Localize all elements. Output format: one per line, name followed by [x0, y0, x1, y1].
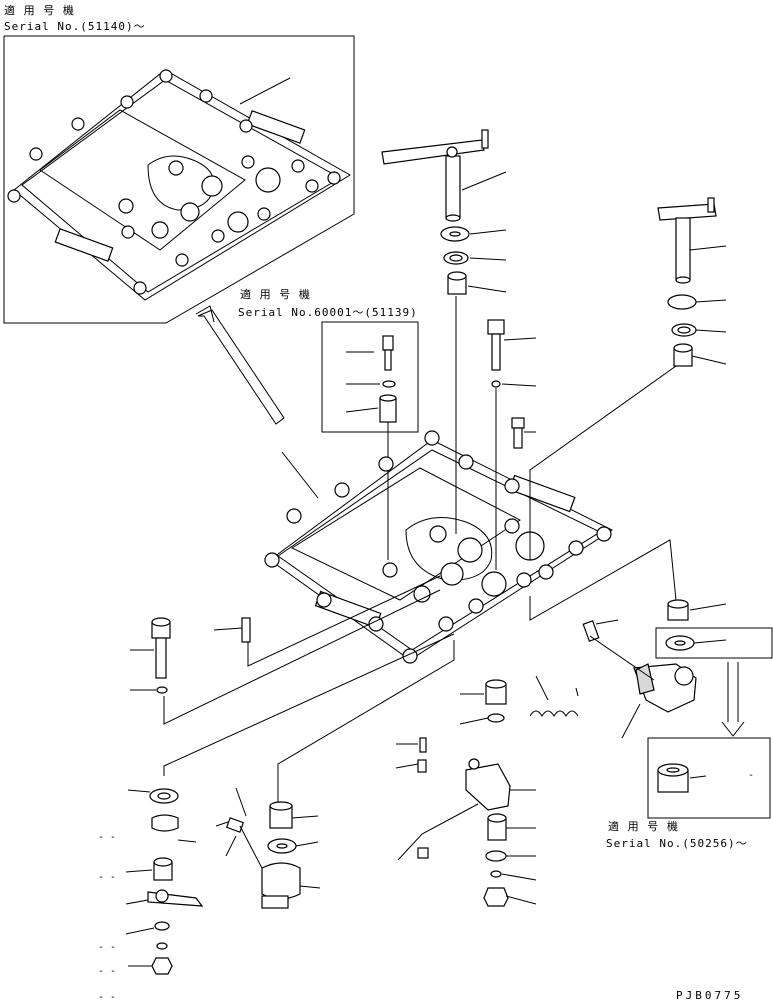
down-arrow	[721, 662, 745, 737]
applicability-heading-1: 適 用 号 機	[4, 3, 75, 17]
lever-shaft-assembly-center	[381, 129, 507, 534]
dash-mark-2: - -	[98, 872, 116, 883]
dash-mark-1: - -	[98, 832, 116, 843]
inset-bolt-heads	[7, 69, 341, 295]
applicability-heading-2: 適 用 号 機	[240, 287, 311, 301]
lower-mid-parts	[215, 787, 321, 909]
left-stack	[125, 788, 204, 975]
drawing-code: PJB0775	[676, 989, 743, 1002]
bushing-right	[529, 539, 727, 621]
dash-mark-4: - -	[98, 966, 116, 977]
washer-boxed	[655, 627, 773, 659]
detent-lever	[582, 619, 697, 739]
applicability-serial-2: Serial No.60001～(51139)	[238, 306, 418, 319]
applicability-serial-1: Serial No.(51140)～	[4, 20, 146, 33]
dash-mark-5: - -	[98, 992, 116, 1003]
lever-shaft-assembly-right	[529, 197, 727, 560]
dash-mark-3: - -	[98, 942, 116, 953]
main-cover-plate	[269, 439, 614, 661]
left-bolt	[130, 617, 251, 694]
applicability-heading-3: 適 用 号 機	[608, 819, 679, 833]
bolt-center	[487, 319, 537, 570]
variant-box-50256: -	[647, 737, 771, 819]
left-dash-marks: - - - - - - - - - -	[98, 832, 116, 1003]
left-connecting-lines	[163, 575, 455, 806]
inset-box	[3, 35, 355, 324]
minor-mark: -	[748, 770, 754, 781]
main-bolt-heads	[264, 430, 612, 664]
inset-leader	[239, 77, 291, 105]
spring	[529, 675, 579, 717]
center-stack	[395, 679, 537, 907]
pointer-arrow	[195, 305, 285, 425]
plate-leader	[281, 451, 319, 499]
applicability-serial-3: Serial No.(50256)～	[606, 837, 748, 850]
inset-cover-plate	[13, 69, 351, 301]
variant-box-60001	[321, 321, 419, 433]
